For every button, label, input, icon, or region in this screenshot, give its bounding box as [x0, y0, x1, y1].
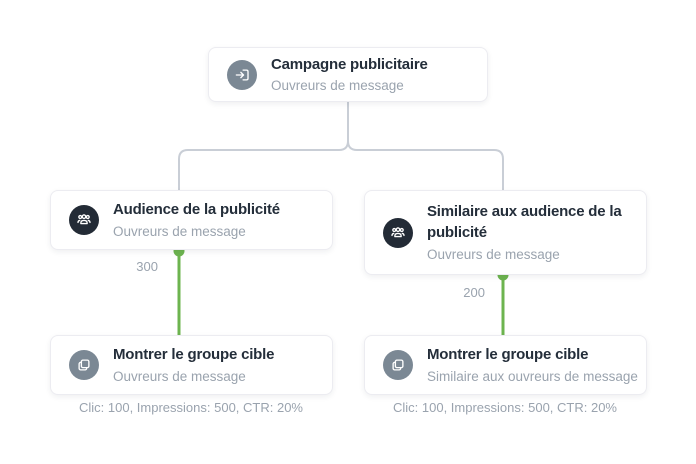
stats-right: Clic: 100, Impressions: 500, CTR: 20%	[393, 400, 617, 415]
card-subtitle: Similaire aux ouvreurs de message	[427, 368, 638, 384]
card-title: Audience de la publicité	[113, 201, 280, 219]
card-subtitle: Ouvreurs de message	[113, 368, 246, 384]
card-text: Montrer le groupe cible Ouvreurs de mess…	[113, 344, 274, 386]
card-title: Montrer le groupe cible	[427, 346, 589, 364]
users-icon	[69, 205, 99, 235]
sign-in-icon	[227, 59, 257, 90]
card-title: Similaire aux audience de la publicité	[427, 202, 622, 242]
edge-value-left: 300	[136, 259, 158, 274]
fork-connector-right	[347, 101, 504, 191]
node-campaign[interactable]: Campagne publicitaire Ouvreurs de messag…	[208, 47, 488, 102]
card-title: Campagne publicitaire	[271, 55, 428, 73]
copy-icon	[69, 350, 99, 380]
stats-left: Clic: 100, Impressions: 500, CTR: 20%	[79, 400, 303, 415]
node-audience-right[interactable]: Similaire aux audience de la publicité O…	[364, 190, 647, 275]
card-text: Montrer le groupe cible Similaire aux ou…	[427, 344, 638, 386]
node-target-left[interactable]: Montrer le groupe cible Ouvreurs de mess…	[50, 335, 333, 395]
copy-icon	[383, 350, 413, 380]
card-text: Similaire aux audience de la publicité O…	[427, 201, 640, 265]
card-title: Montrer le groupe cible	[113, 346, 275, 364]
card-subtitle: Ouvreurs de message	[271, 78, 404, 94]
card-subtitle: Ouvreurs de message	[113, 223, 246, 239]
card-text: Campagne publicitaire Ouvreurs de messag…	[271, 54, 428, 96]
edge-value-right: 200	[463, 285, 485, 300]
card-subtitle: Ouvreurs de message	[427, 247, 560, 263]
card-text: Audience de la publicité Ouvreurs de mes…	[113, 199, 280, 241]
fork-connector-left	[178, 101, 349, 191]
node-target-right[interactable]: Montrer le groupe cible Similaire aux ou…	[364, 335, 647, 395]
users-icon	[383, 217, 413, 248]
node-audience-left[interactable]: Audience de la publicité Ouvreurs de mes…	[50, 190, 333, 250]
